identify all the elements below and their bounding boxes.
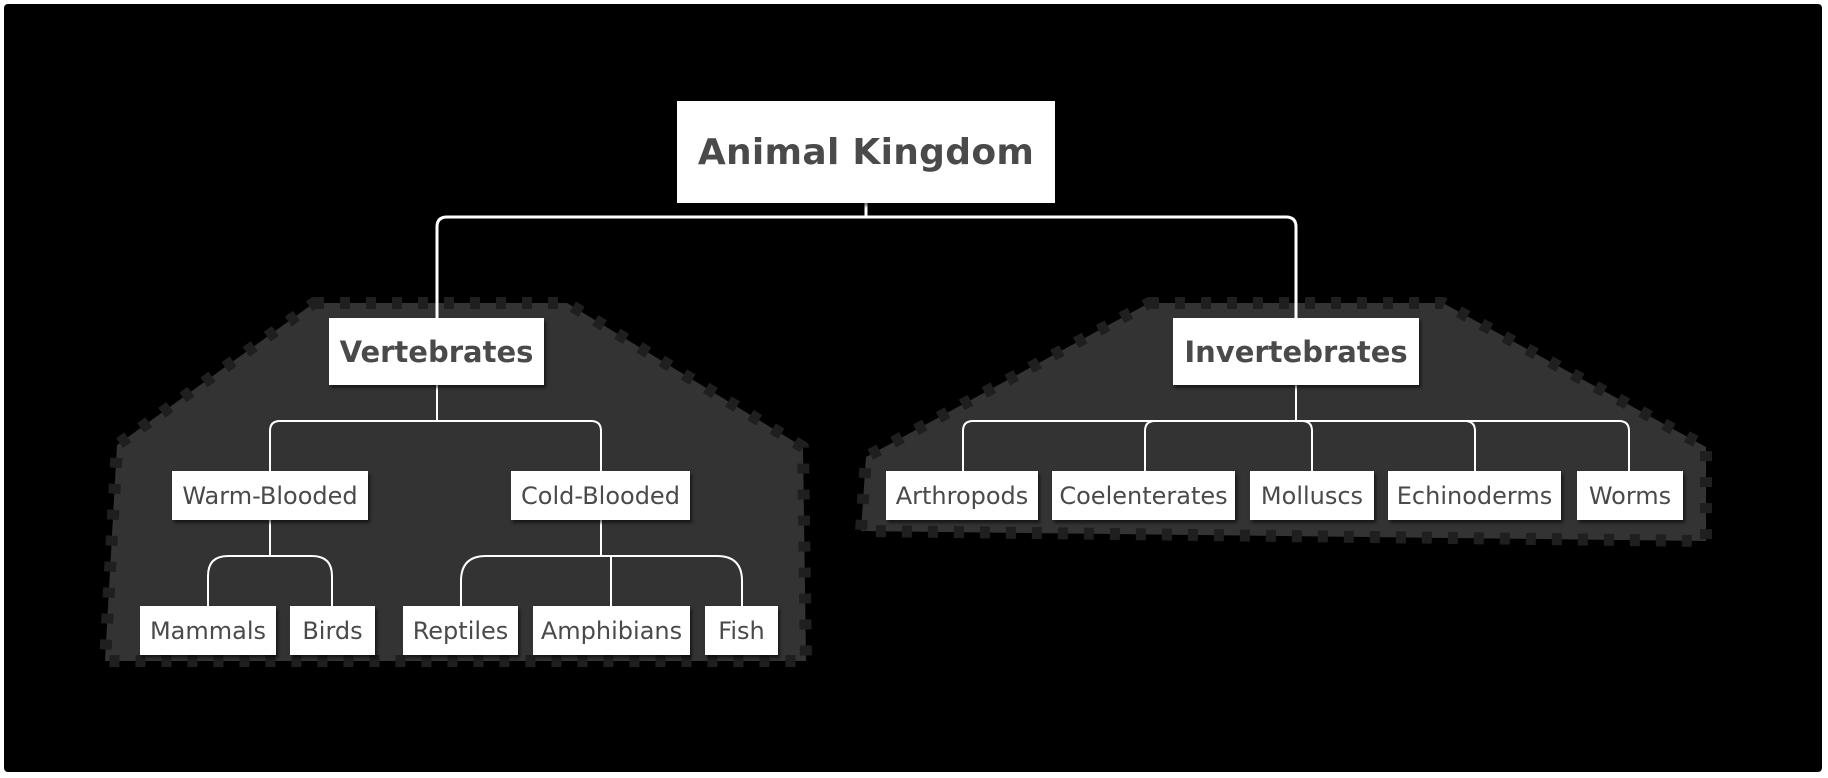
node-amphibians[interactable]: Amphibians xyxy=(533,606,690,655)
node-echinoderms[interactable]: Echinoderms xyxy=(1388,471,1561,520)
vertebrates-connector xyxy=(269,383,602,472)
node-animal-kingdom[interactable]: Animal Kingdom xyxy=(677,101,1055,203)
node-mammals[interactable]: Mammals xyxy=(140,606,276,655)
node-coelenterates[interactable]: Coelenterates xyxy=(1052,471,1235,520)
node-fish[interactable]: Fish xyxy=(705,606,778,655)
node-arthropods[interactable]: Arthropods xyxy=(886,471,1038,520)
vertebrates-group xyxy=(99,297,812,667)
root-connector xyxy=(435,203,1298,328)
node-invertebrates[interactable]: Invertebrates xyxy=(1173,318,1419,385)
node-molluscs[interactable]: Molluscs xyxy=(1250,471,1374,520)
cold-blooded-connector xyxy=(460,520,743,606)
node-reptiles[interactable]: Reptiles xyxy=(403,606,518,655)
warm-blooded-connector xyxy=(207,520,333,606)
node-vertebrates[interactable]: Vertebrates xyxy=(329,318,544,385)
node-birds[interactable]: Birds xyxy=(290,606,375,655)
node-worms[interactable]: Worms xyxy=(1577,471,1683,520)
node-cold-blooded[interactable]: Cold-Blooded xyxy=(511,471,690,520)
invertebrates-connector xyxy=(962,383,1630,472)
node-warm-blooded[interactable]: Warm-Blooded xyxy=(172,471,368,520)
